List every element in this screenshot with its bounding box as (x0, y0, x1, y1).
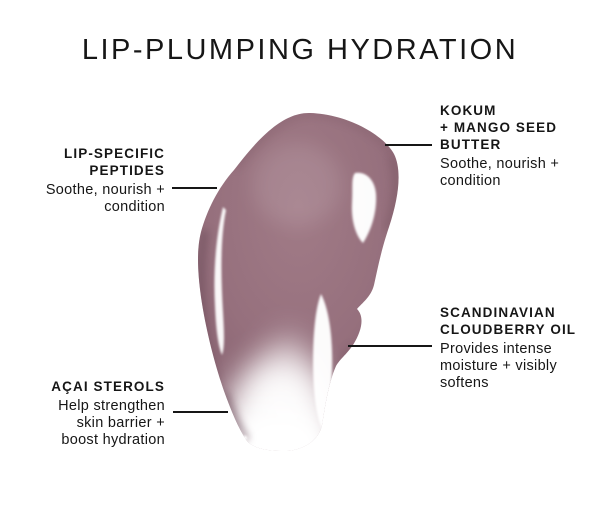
callout-title: AÇAI STEROLS (51, 378, 165, 395)
callout-title-line: AÇAI STEROLS (51, 379, 165, 394)
lip-gloss-swatch (198, 112, 399, 451)
callout-description: Provides intense moisture + visibly soft… (440, 341, 576, 392)
callout-desc-line: Soothe, nourish + (45, 182, 165, 198)
callout-desc-line: moisture + visibly (440, 358, 558, 374)
callout-title-line: KOKUM (440, 103, 497, 118)
page-title: LIP-PLUMPING HYDRATION (81, 34, 519, 66)
callout-title-line: PEPTIDES (89, 163, 165, 178)
callout-title: KOKUM + MANGO SEED BUTTER (440, 102, 559, 153)
callout-title-line: SCANDINAVIAN (440, 305, 556, 320)
callout-title-line: LIP-SPECIFIC (64, 146, 165, 161)
callout-desc-line: Soothe, nourish + (440, 156, 560, 172)
callout-title-line: + MANGO SEED (440, 120, 558, 135)
leader-line-lip-specific-peptides (172, 187, 217, 189)
callout-title: LIP-SPECIFIC PEPTIDES (46, 145, 165, 179)
callout-desc-line: boost hydration (61, 432, 165, 448)
callout-title-line: CLOUDBERRY OIL (440, 322, 577, 337)
callout-desc-line: Help strengthen (58, 398, 165, 414)
callout-description: Soothe, nourish + condition (440, 156, 559, 190)
callout-lip-specific-peptides: LIP-SPECIFIC PEPTIDES Soothe, nourish + … (46, 145, 165, 216)
callout-description: Help strengthen skin barrier + boost hyd… (51, 398, 165, 449)
leader-line-acai-sterols (173, 411, 228, 413)
callout-kokum-mango-seed-butter: KOKUM + MANGO SEED BUTTER Soothe, nouris… (440, 102, 559, 190)
callout-desc-line: Provides intense (440, 341, 552, 357)
swatch-shading (198, 112, 399, 451)
callout-title-line: BUTTER (440, 137, 502, 152)
leader-line-scandinavian-cloudberry-oil (348, 345, 432, 347)
callout-desc-line: skin barrier + (76, 415, 165, 431)
callout-scandinavian-cloudberry-oil: SCANDINAVIAN CLOUDBERRY OIL Provides int… (440, 304, 576, 392)
callout-desc-line: condition (104, 199, 165, 215)
callout-desc-line: softens (440, 375, 489, 391)
callout-desc-line: condition (440, 173, 501, 189)
callout-description: Soothe, nourish + condition (46, 182, 165, 216)
leader-line-kokum-mango-seed-butter (385, 144, 432, 146)
callout-title: SCANDINAVIAN CLOUDBERRY OIL (440, 304, 576, 338)
callout-acai-sterols: AÇAI STEROLS Help strengthen skin barrie… (51, 378, 165, 449)
